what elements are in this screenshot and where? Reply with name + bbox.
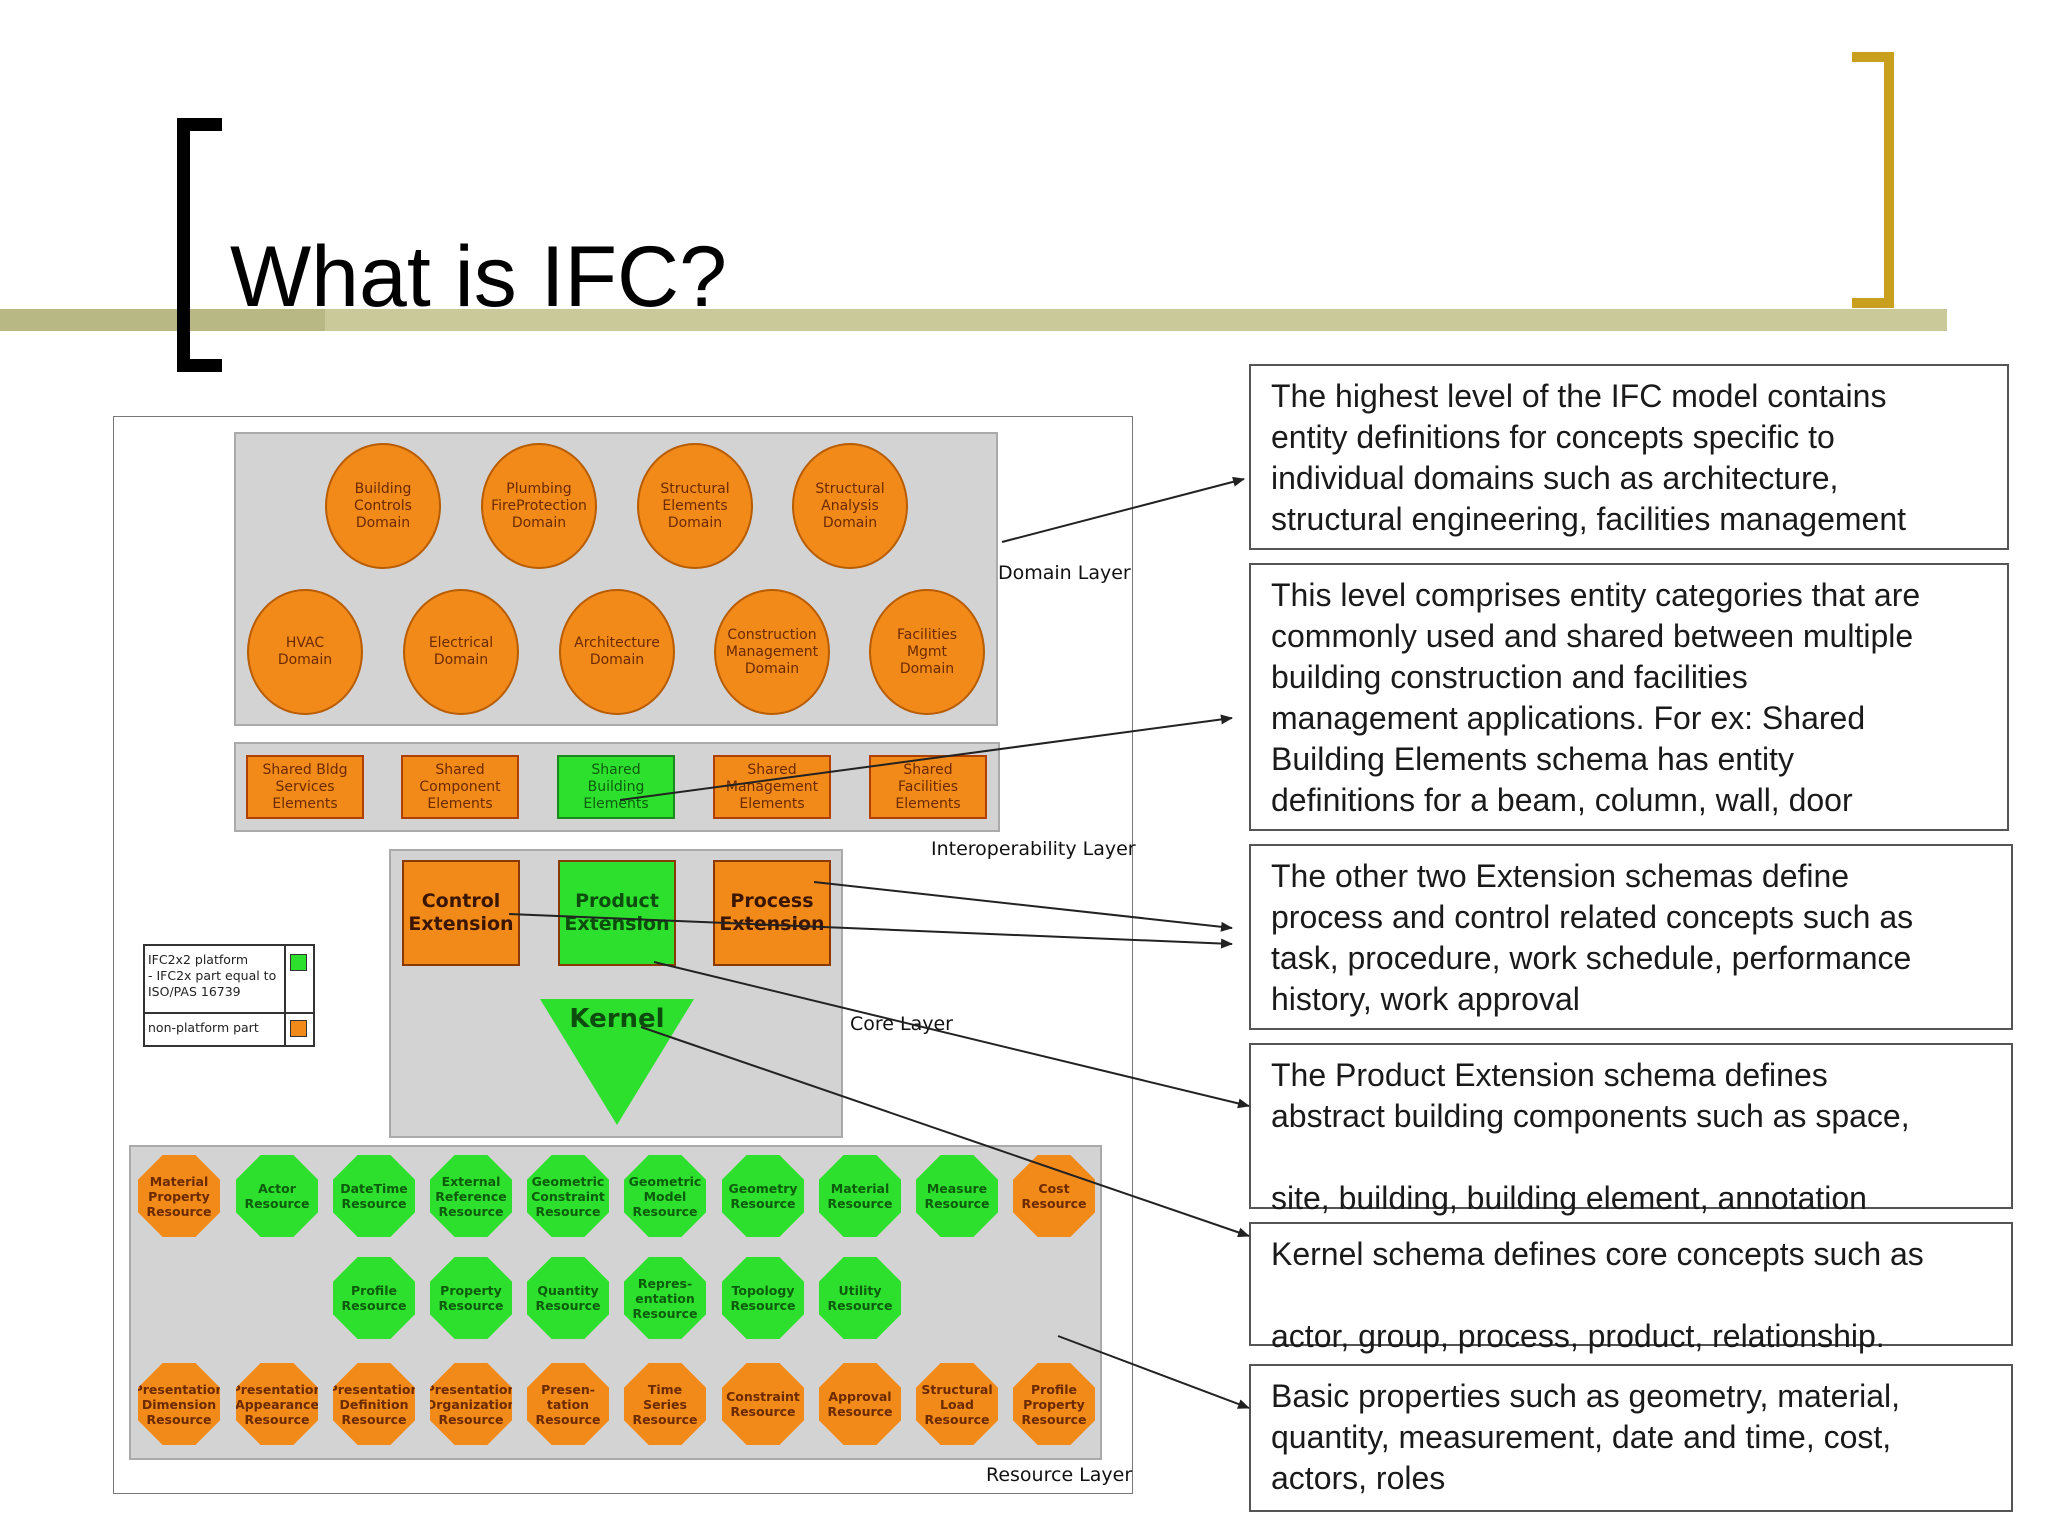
arrow-control [508, 913, 1233, 949]
resource-repres-entation-resource: Repres- entation Resource [624, 1257, 706, 1339]
domain-structural-analysis-domain: Structural Analysis Domain [792, 443, 908, 569]
arrow-kernel [640, 1026, 1250, 1238]
legend-column-divider [284, 946, 286, 1045]
domain-facilities-mgmt-domain: Facilities Mgmt Domain [869, 589, 985, 715]
legend-non-platform-swatch [290, 1020, 307, 1037]
resource-profile-property-resource: Profile Property Resource [1013, 1363, 1095, 1445]
interoperability-layer-label: Interoperability Layer [931, 838, 1136, 860]
extension-product-extension: Product Extension [558, 860, 676, 966]
arrow-resource [1057, 1335, 1250, 1409]
domain-hvac-domain: HVAC Domain [247, 589, 363, 715]
arrow-domain [1001, 476, 1245, 543]
arrow-process [813, 881, 1233, 932]
resource-approval-resource: Approval Resource [819, 1363, 901, 1445]
description-resource-layer: Basic properties such as geometry, mater… [1249, 1364, 2013, 1512]
shared-element-shared-facilities-elements: Shared Facilities Elements [869, 755, 987, 819]
arrow-product [653, 961, 1250, 1109]
resource-topology-resource: Topology Resource [722, 1257, 804, 1339]
resource-geometric-model-resource: Geometric Model Resource [624, 1155, 706, 1237]
resource-datetime-resource: DateTime Resource [333, 1155, 415, 1237]
resource-measure-resource: Measure Resource [916, 1155, 998, 1237]
resource-structural-load-resource: Structural Load Resource [916, 1363, 998, 1445]
extension-process-extension: Process Extension [713, 860, 831, 966]
domain-structural-elements-domain: Structural Elements Domain [637, 443, 753, 569]
resource-presen-tation-resource: Presen- tation Resource [527, 1363, 609, 1445]
core-layer-label: Core Layer [850, 1013, 953, 1035]
description-kernel: Kernel schema defines core concepts such… [1249, 1222, 2013, 1354]
domain-building-controls-domain: Building Controls Domain [325, 443, 441, 569]
resource-presentation-dimension-resource: Presentation Dimension Resource [138, 1363, 220, 1445]
shared-element-shared-management-elements: Shared Management Elements [713, 755, 831, 819]
domain-electrical-domain: Electrical Domain [403, 589, 519, 715]
resource-external-reference-resource: External Reference Resource [430, 1155, 512, 1237]
resource-presentation-appearance-resource: Presentation Appearance Resource [236, 1363, 318, 1445]
left-bracket [177, 118, 222, 372]
legend-platform-text: IFC2x2 platform - IFC2x part equal to IS… [148, 952, 277, 999]
shared-element-shared-component-elements: Shared Component Elements [401, 755, 519, 819]
legend-platform-swatch [290, 954, 307, 971]
legend: IFC2x2 platform - IFC2x part equal to IS… [143, 944, 315, 1047]
resource-quantity-resource: Quantity Resource [527, 1257, 609, 1339]
description-domain-layer: The highest level of the IFC model conta… [1249, 364, 2009, 550]
resource-material-resource: Material Resource [819, 1155, 901, 1237]
resource-utility-resource: Utility Resource [819, 1257, 901, 1339]
resource-presentation-organization-resource: Presentation Organization Resource [430, 1363, 512, 1445]
arrow-interoperability [619, 714, 1233, 801]
extension-control-extension: Control Extension [402, 860, 520, 966]
resource-profile-resource: Profile Resource [333, 1257, 415, 1339]
resource-property-resource: Property Resource [430, 1257, 512, 1339]
title-underline-bar [0, 309, 1947, 331]
resource-geometry-resource: Geometry Resource [722, 1155, 804, 1237]
right-bracket [1852, 52, 1894, 308]
resource-constraint-resource: Constraint Resource [722, 1363, 804, 1445]
shared-element-shared-bldg-services-elements: Shared Bldg Services Elements [246, 755, 364, 819]
description-process-control-extensions: The other two Extension schemas define p… [1249, 844, 2013, 1030]
shared-element-shared-building-elements: Shared Building Elements [557, 755, 675, 819]
domain-layer-label: Domain Layer [998, 562, 1131, 584]
description-interoperability-layer: This level comprises entity categories t… [1249, 563, 2009, 831]
domain-architecture-domain: Architecture Domain [559, 589, 675, 715]
description-product-extension: The Product Extension schema defines abs… [1249, 1043, 2013, 1216]
title-underline-bar-dark [0, 309, 325, 331]
resource-actor-resource: Actor Resource [236, 1155, 318, 1237]
legend-divider [145, 1012, 313, 1014]
domain-plumbing-fireprotection-domain: Plumbing FireProtection Domain [481, 443, 597, 569]
resource-geometric-constraint-resource: Geometric Constraint Resource [527, 1155, 609, 1237]
slide-title: What is IFC? [230, 229, 727, 325]
domain-construction-management-domain: Construction Management Domain [714, 589, 830, 715]
resource-presentation-definition-resource: Presentation Definition Resource [333, 1363, 415, 1445]
resource-material-property-resource: Material Property Resource [138, 1155, 220, 1237]
resource-layer-label: Resource Layer [986, 1464, 1133, 1486]
resource-time-series-resource: Time Series Resource [624, 1363, 706, 1445]
legend-non-platform-text: non-platform part [148, 1020, 259, 1035]
